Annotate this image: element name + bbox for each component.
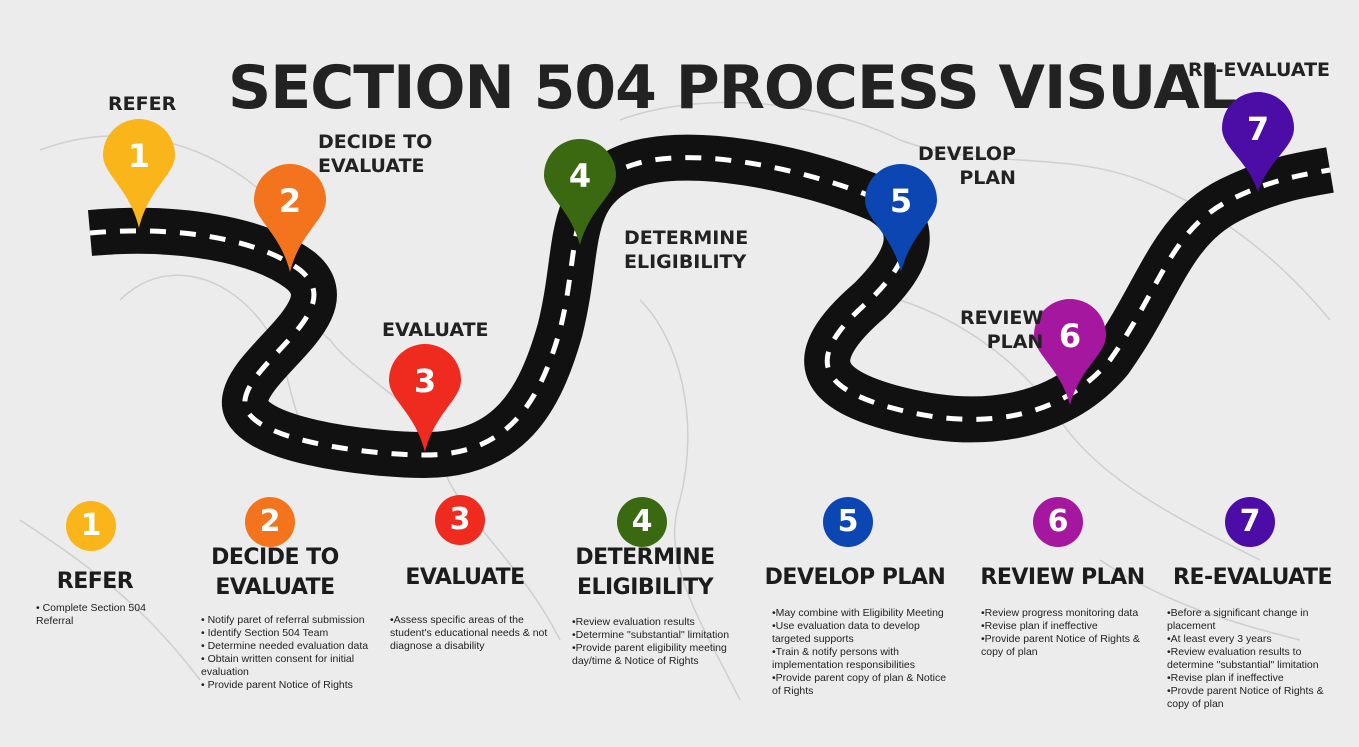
bullet-item: •Revise plan if ineffective	[1167, 672, 1284, 684]
pin-label-develop-plan: DEVELOP PLAN	[918, 143, 1016, 189]
step-heading: REVIEW PLAN	[980, 565, 1145, 590]
bullet-item: •Revise plan if ineffective	[981, 620, 1098, 632]
step-number-badge: 7	[1225, 497, 1275, 547]
map-pin-number: 3	[414, 362, 436, 400]
bullet-item: • Identify Section 504 Team	[201, 627, 329, 639]
map-pin-marker	[544, 138, 616, 245]
bullet-item: •Determine "substantial" limitation	[572, 629, 730, 641]
bullet-item: • Obtain written consent for initial eva…	[201, 653, 355, 678]
step-number-badge: 1	[66, 501, 116, 551]
page-title: SECTION 504 PROCESS VISUAL	[228, 53, 1237, 123]
bullet-item: •Review progress monitoring data	[981, 607, 1139, 619]
step-heading: DEVELOP PLAN	[764, 565, 946, 590]
road-center-dashes	[89, 155, 1331, 458]
pin-label-evaluate: EVALUATE	[382, 319, 489, 341]
bullet-item: •May combine with Eligibility Meeting	[772, 607, 944, 619]
bullet-item: • Complete Section 504 Referral	[36, 602, 146, 627]
step-bullets: •Assess specific areas of the student's …	[390, 614, 555, 653]
map-pin-7: 7	[1222, 92, 1294, 192]
map-pin-number: 4	[569, 157, 591, 195]
map-pin-marker	[389, 344, 461, 452]
bullet-item: •Provide parent Notice of Rights & copy …	[981, 633, 1140, 658]
bullet-item: •Train & notify persons with implementat…	[772, 646, 915, 671]
step-number-badge: 4	[617, 497, 667, 547]
map-pin-6: 6	[1034, 299, 1106, 405]
step-bullets: •May combine with Eligibility Meeting •U…	[772, 607, 957, 698]
map-pin-number: 6	[1059, 317, 1081, 355]
pin-label-decide-to-evaluate: DECIDE TO EVALUATE	[318, 131, 433, 177]
step-bullets: •Review progress monitoring data •Revise…	[981, 607, 1156, 659]
step-heading: DETERMINE ELIGIBILITY	[575, 545, 715, 600]
step-bullets: •Review evaluation results •Determine "s…	[572, 616, 737, 668]
map-pin-4: 4	[544, 138, 616, 245]
map-pin-marker	[1034, 299, 1106, 405]
map-pin-1: 1	[103, 119, 175, 228]
map-pin-marker	[254, 163, 327, 272]
step-bullets: • Notify paret of referral submission • …	[201, 614, 371, 692]
map-pin-number: 1	[128, 137, 150, 175]
pin-label-review-plan: REVIEW PLAN	[960, 307, 1044, 353]
step-heading: RE-EVALUATE	[1173, 565, 1332, 590]
map-pin-number: 7	[1247, 110, 1269, 148]
bullet-item: •Assess specific areas of the student's …	[390, 614, 548, 652]
step-number-badge: 6	[1033, 497, 1083, 547]
step-number-badge: 5	[823, 497, 873, 547]
step-heading: REFER	[56, 569, 134, 594]
step-heading: DECIDE TO EVALUATE	[211, 545, 339, 600]
pin-label-refer: REFER	[108, 93, 177, 115]
map-pin-3: 3	[389, 344, 461, 452]
bullet-item: •Provide parent eligibility meeting day/…	[572, 642, 727, 667]
bullet-item: •Review evaluation results to determine …	[1167, 646, 1319, 671]
pin-label-re-evaluate: RE-EVALUATE	[1188, 59, 1331, 81]
step-bullets: •Before a significant change in placemen…	[1167, 607, 1342, 711]
bullet-item: •Before a significant change in placemen…	[1167, 607, 1309, 632]
bullet-item: •Provide parent copy of plan & Notice of…	[772, 672, 947, 697]
map-pin-5: 5	[865, 164, 937, 272]
pin-label-determine-eligibility: DETERMINE ELIGIBILITY	[624, 227, 749, 273]
step-number-badge: 3	[435, 495, 485, 545]
map-pin-2: 2	[254, 163, 327, 272]
bullet-item: •Provde parent Notice of Rights & copy o…	[1167, 685, 1324, 710]
bullet-item: • Determine needed evaluation data	[201, 640, 369, 652]
bullet-item: •At least every 3 years	[1167, 633, 1272, 645]
bullet-item: •Review evaluation results	[572, 616, 695, 628]
map-pin-number: 2	[279, 182, 301, 220]
bullet-item: • Provide parent Notice of Rights	[201, 679, 353, 691]
bullet-item: • Notify paret of referral submission	[201, 614, 365, 626]
map-pin-marker	[1222, 92, 1294, 192]
bullet-item: •Use evaluation data to develop targeted…	[772, 620, 920, 645]
step-number-badge: 2	[245, 497, 295, 547]
step-bullets: • Complete Section 504 Referral	[36, 602, 156, 628]
map-pin-marker	[865, 164, 937, 272]
map-pin-number: 5	[890, 182, 912, 220]
map-pin-marker	[103, 119, 175, 228]
step-heading: EVALUATE	[405, 565, 525, 590]
